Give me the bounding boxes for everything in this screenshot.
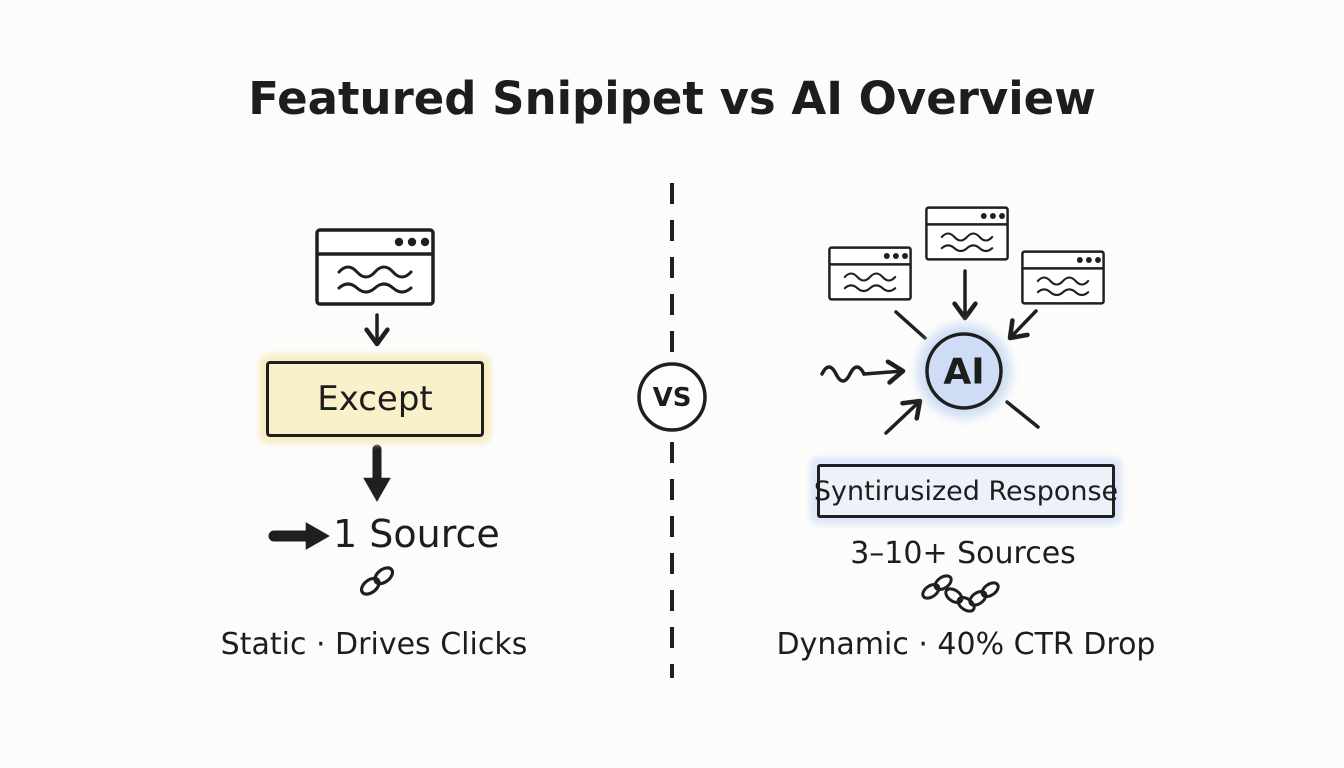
left-footer-label: Static · Drives Clicks bbox=[220, 627, 528, 662]
ai-circle-label: AI bbox=[943, 351, 985, 393]
browser-window-icon bbox=[1021, 250, 1105, 305]
browser-window-icon bbox=[828, 246, 912, 301]
link-icon bbox=[359, 566, 395, 596]
vs-badge-label: VS bbox=[652, 383, 692, 413]
diagonal-arrow-icon bbox=[1007, 309, 1038, 341]
excerpt-box: Except bbox=[266, 361, 484, 437]
page-title: Featured Snipipet vs AI Overview bbox=[248, 72, 1096, 125]
wavy-arrow-icon bbox=[820, 359, 906, 385]
ai-circle bbox=[925, 332, 1003, 410]
diagonal-line-icon bbox=[1005, 400, 1040, 429]
vs-badge-circle bbox=[637, 362, 707, 432]
synthesized-response-box: Syntirusized Response bbox=[813, 464, 1119, 518]
source-count-label: 1 Source bbox=[333, 512, 500, 556]
links-cluster-icon bbox=[921, 574, 1000, 613]
diagonal-line-icon bbox=[894, 310, 927, 340]
browser-window-icon bbox=[925, 206, 1009, 261]
sources-count-label: 3–10+ Sources bbox=[850, 536, 1076, 571]
right-footer-label: Dynamic · 40% CTR Drop bbox=[776, 627, 1156, 662]
diagonal-arrow-icon bbox=[884, 398, 923, 435]
synthesized-response-label: Syntirusized Response bbox=[813, 475, 1119, 507]
browser-window-icon bbox=[315, 228, 435, 306]
excerpt-box-label: Except bbox=[317, 379, 433, 419]
